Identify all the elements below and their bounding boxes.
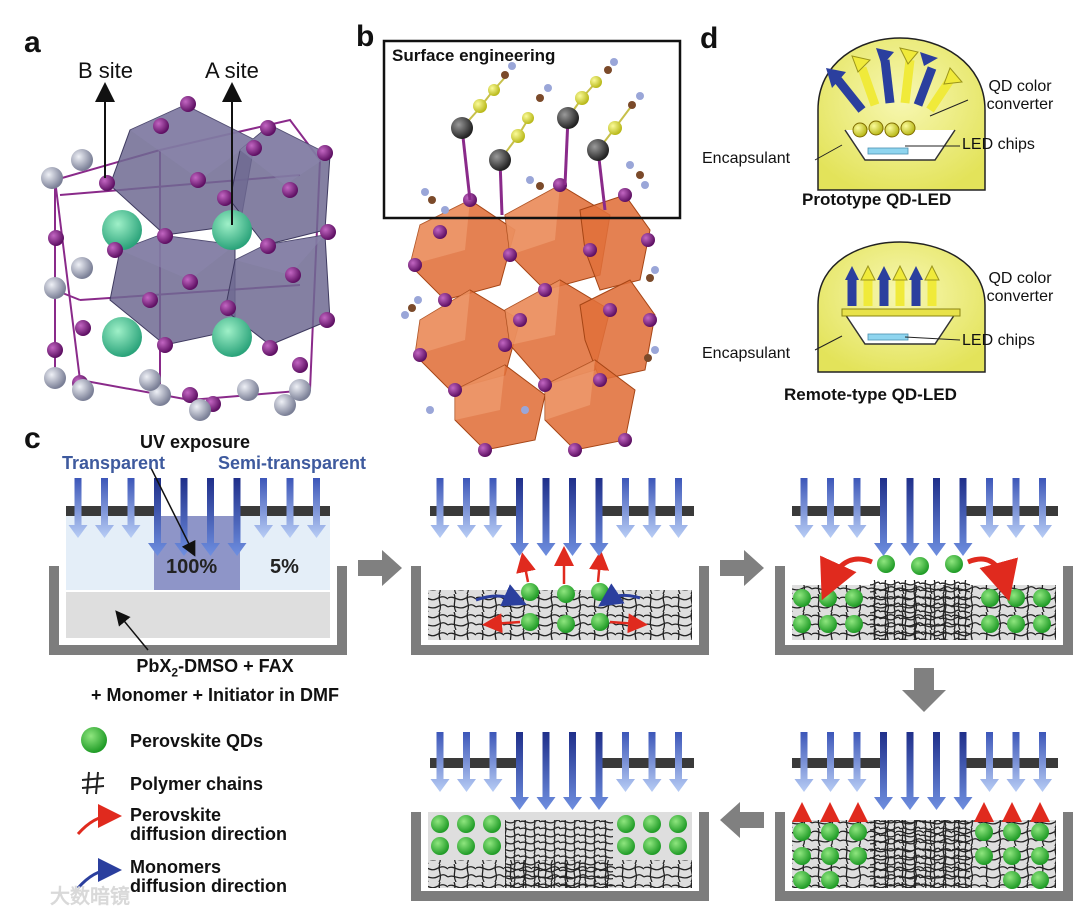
led-chips-label-top: LED chips <box>962 136 1035 153</box>
uv-arrow <box>589 478 609 556</box>
panel-c-step4-arrows <box>794 732 1052 810</box>
solution-label: PbX2-DMSO + FAX + Monomer + Initiator in… <box>90 656 339 705</box>
uv-arrow <box>874 732 893 810</box>
uv-arrow <box>536 478 556 556</box>
uv-arrow <box>95 478 114 538</box>
uv-arrow <box>510 478 529 556</box>
uv-arrow <box>794 732 814 792</box>
uv-arrow <box>227 478 247 556</box>
uv-arrow <box>927 732 946 810</box>
uv-arrow <box>900 478 920 556</box>
uv-arrow <box>254 478 273 538</box>
b-site-label: B site <box>78 58 134 83</box>
uv-arrow <box>900 732 920 810</box>
uv-arrow <box>430 478 450 538</box>
uv-arrow <box>847 732 867 792</box>
uv-arrow <box>821 478 840 538</box>
pct-5-label: 5% <box>270 556 299 578</box>
uv-arrow <box>927 478 946 556</box>
legend-polymer-label: Polymer chains <box>130 774 264 794</box>
uv-arrow <box>68 478 88 538</box>
panel-c-step1 <box>49 506 347 655</box>
remote-type-qd-led-caption: Remote-type QD-LED <box>784 385 957 404</box>
uv-arrow <box>1033 732 1052 792</box>
led-chips-label-bottom: LED chips <box>962 332 1035 349</box>
panel-label-a: a <box>24 26 41 59</box>
uv-exposure-label: UV exposure <box>140 432 251 452</box>
uv-arrow <box>1033 478 1052 538</box>
a-site-label: A site <box>205 58 259 83</box>
uv-arrow <box>201 478 220 556</box>
uv-arrow <box>980 732 999 792</box>
encapsulant-label-bottom: Encapsulant <box>702 345 791 362</box>
panel-c-step3 <box>775 506 1073 655</box>
uv-arrow <box>510 732 529 810</box>
uv-arrow <box>847 478 867 538</box>
panel-label-d: d <box>700 22 719 55</box>
uv-arrow <box>1006 478 1026 538</box>
uv-arrow <box>953 478 973 556</box>
panel-c-step3-arrows <box>794 478 1052 556</box>
uv-arrow <box>148 478 167 556</box>
uv-arrow <box>821 732 840 792</box>
qd-converter-label-top: QD color converter <box>986 78 1054 113</box>
uv-arrow <box>874 478 893 556</box>
uv-arrow <box>589 732 609 810</box>
panel-c-step2 <box>411 506 709 655</box>
transparent-label: Transparent <box>62 453 166 473</box>
uv-arrow <box>669 478 688 538</box>
panel-label-c: c <box>24 422 41 455</box>
watermark: 大数暗镜 <box>50 886 130 908</box>
panel-c-step1-arrows <box>68 478 326 556</box>
pct-100-label: 100% <box>166 556 218 578</box>
panel-b-surface <box>382 39 682 457</box>
prototype-qd-led-caption: Prototype QD-LED <box>802 190 952 209</box>
uv-arrow <box>794 478 814 538</box>
panel-c-step4 <box>775 758 1073 901</box>
legend-qds-label: Perovskite QDs <box>130 731 264 751</box>
panel-d-top-led <box>814 37 986 191</box>
qd-converter-label-bottom: QD color converter <box>986 270 1054 305</box>
panel-c-step2-arrows <box>430 478 688 556</box>
uv-arrow <box>457 478 476 538</box>
uv-arrow <box>642 732 662 792</box>
uv-arrow <box>980 478 999 538</box>
uv-arrow <box>1006 732 1026 792</box>
uv-arrow <box>307 478 326 538</box>
uv-arrow <box>616 478 635 538</box>
semi-transparent-label: Semi-transparent <box>218 453 367 473</box>
panel-c-step5-arrows <box>430 732 688 810</box>
uv-arrow <box>457 732 476 792</box>
panel-c-step5 <box>411 758 709 901</box>
process-flow-arrows <box>358 550 946 838</box>
uv-arrow <box>121 478 141 538</box>
uv-arrow <box>616 732 635 792</box>
uv-arrow <box>536 732 556 810</box>
surface-engineering-title: Surface engineering <box>392 46 556 65</box>
panel-d-bottom-led <box>814 241 986 373</box>
uv-arrow <box>430 732 450 792</box>
panel-label-b: b <box>356 20 375 53</box>
legend-monomer-diffusion-label: Monomers diffusion direction <box>130 857 287 896</box>
uv-arrow <box>563 478 582 556</box>
legend-perovskite-diffusion-label: Perovskite diffusion direction <box>130 805 287 844</box>
uv-arrow <box>563 732 582 810</box>
uv-arrow <box>174 478 194 556</box>
legend-icons <box>76 727 122 889</box>
encapsulant-label-top: Encapsulant <box>702 150 791 167</box>
uv-arrow <box>483 478 503 538</box>
uv-arrow <box>669 732 688 792</box>
uv-arrow <box>953 732 973 810</box>
uv-arrow <box>483 732 503 792</box>
uv-arrow <box>642 478 662 538</box>
uv-arrow <box>280 478 300 538</box>
panel-a-crystal <box>41 82 336 421</box>
